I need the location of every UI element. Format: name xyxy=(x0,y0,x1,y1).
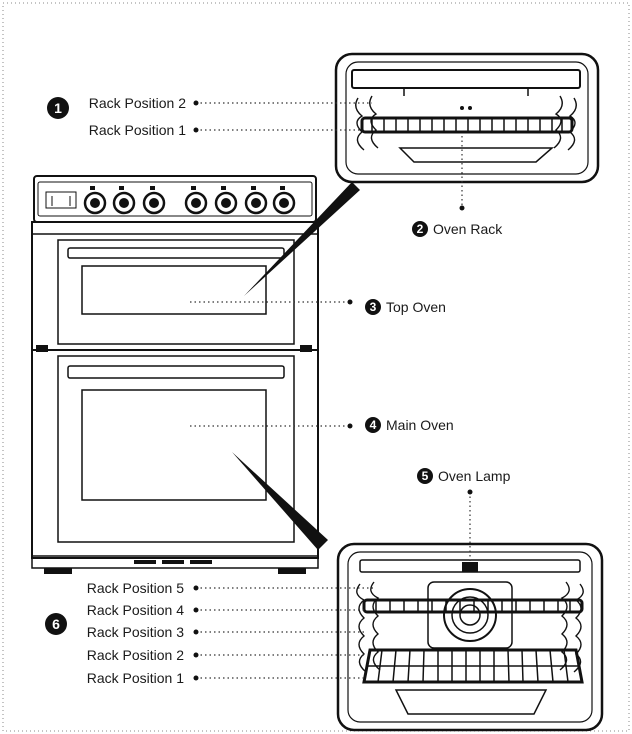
oven-lamp xyxy=(462,562,478,572)
main-oven-label: Main Oven xyxy=(386,417,454,433)
upper-rack-position-2-label: Rack Position 2 xyxy=(89,95,186,111)
lower-rack-position-4-label: Rack Position 4 xyxy=(87,602,184,618)
control-knobs xyxy=(45,186,296,215)
lower-rack-position-3-label: Rack Position 3 xyxy=(87,624,184,640)
oven-rack-label: Oven Rack xyxy=(433,221,503,237)
upper-cavity-detail xyxy=(334,52,600,184)
lower-cavity-detail xyxy=(336,542,604,732)
upper-oven-rack xyxy=(360,106,574,134)
upper-rack-position-1-label: Rack Position 1 xyxy=(89,122,186,138)
fan-cover xyxy=(443,588,497,642)
badge-4 xyxy=(365,417,381,433)
badge-5 xyxy=(417,468,433,484)
badge-6-number: 6 xyxy=(52,616,60,632)
oven-lamp-label: Oven Lamp xyxy=(438,468,511,484)
top-oven-label: Top Oven xyxy=(386,299,446,315)
badge-2 xyxy=(412,221,428,237)
cooker-front-view xyxy=(31,175,319,574)
top-oven-door xyxy=(57,239,295,345)
badge-1-number: 1 xyxy=(54,100,62,116)
badge-5-number: 5 xyxy=(422,469,429,483)
leader-lines xyxy=(190,100,473,681)
badge-2-number: 2 xyxy=(417,222,424,236)
lower-rack-position-5-label: Rack Position 5 xyxy=(87,580,184,596)
lower-oven-rack xyxy=(362,648,584,684)
badge-6 xyxy=(45,613,67,635)
badge-4-number: 4 xyxy=(370,418,377,432)
zoom-pointer-lower xyxy=(232,452,328,550)
zoom-pointer-upper xyxy=(244,182,360,296)
badge-3-number: 3 xyxy=(370,300,377,314)
badge-3 xyxy=(365,299,381,315)
badge-1 xyxy=(47,97,69,119)
lower-rack-position-1-label: Rack Position 1 xyxy=(87,670,184,686)
lower-rack-position-2-label: Rack Position 2 xyxy=(87,647,184,663)
main-oven-door xyxy=(57,355,295,543)
